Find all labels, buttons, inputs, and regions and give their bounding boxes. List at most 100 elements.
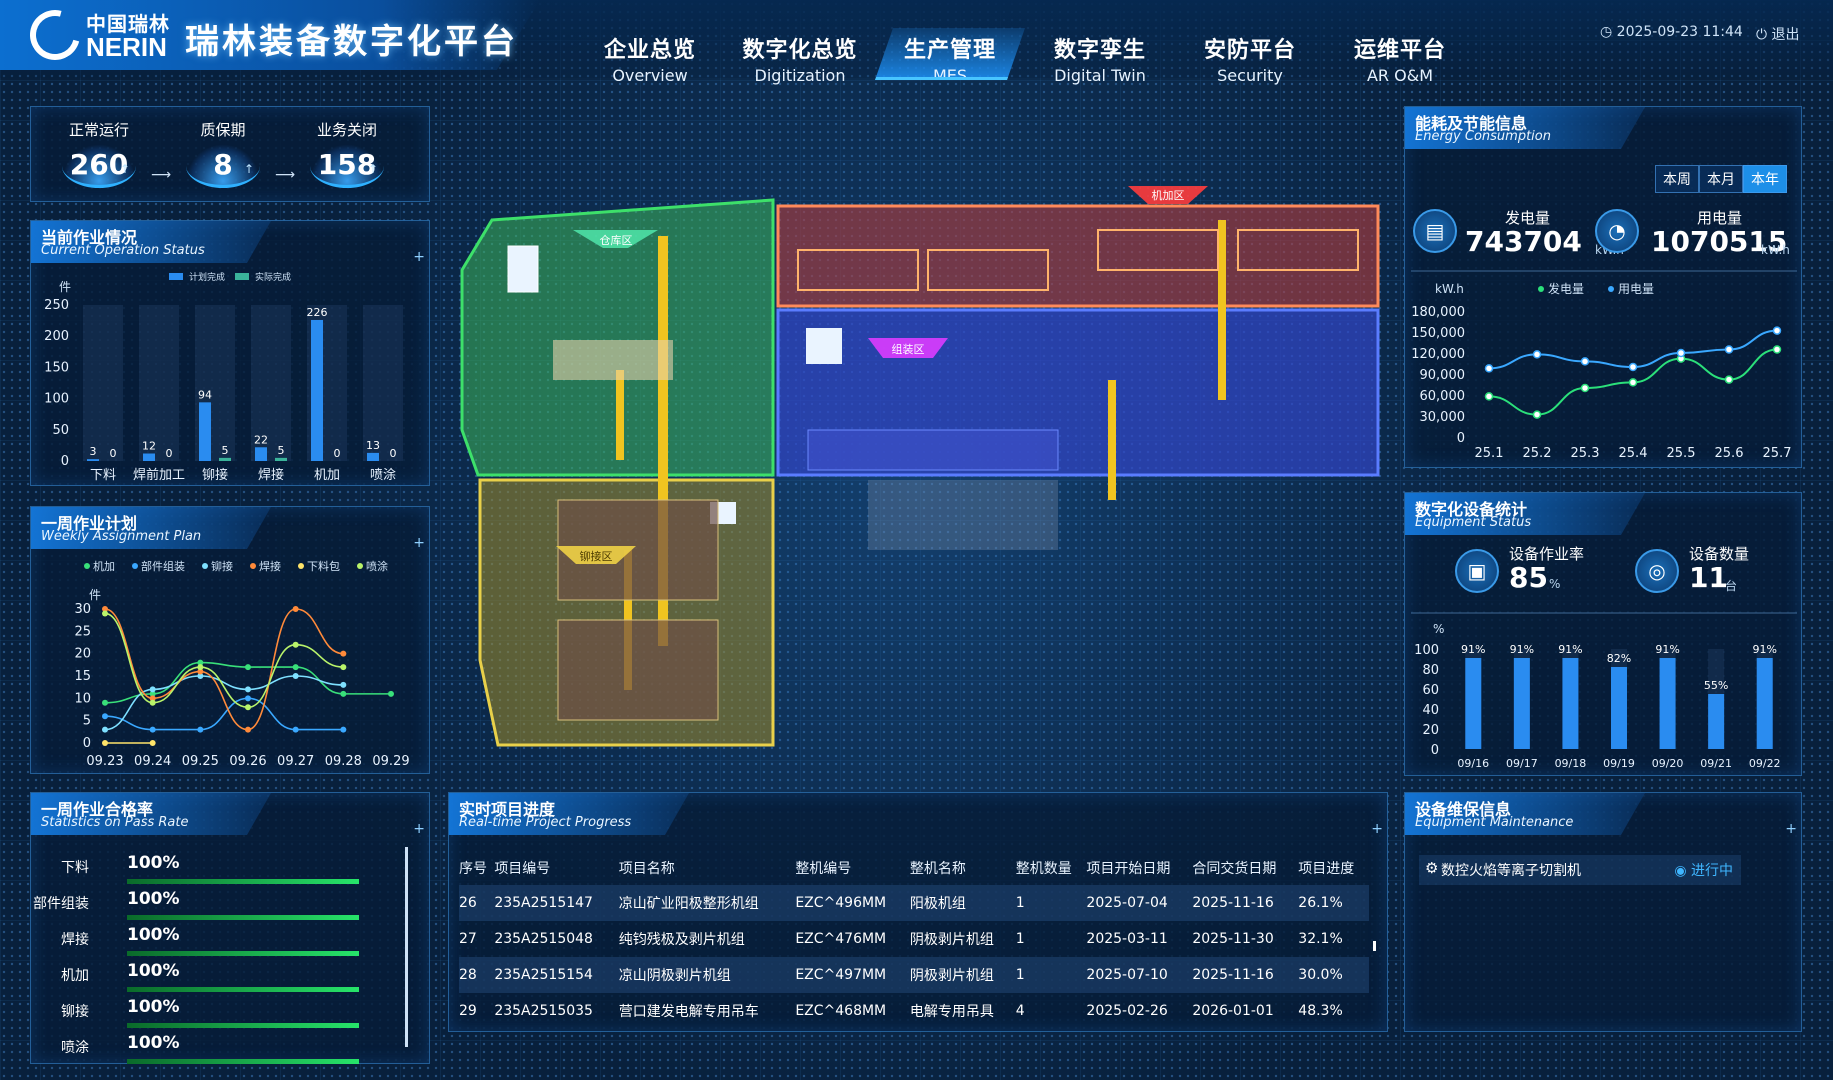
maintenance-panel: 设备维保信息 Equipment Maintenance + ⚙ 数控火焰等离子… — [1404, 792, 1802, 1032]
data-point — [1724, 375, 1734, 384]
legend-label: 铆接 — [211, 559, 233, 573]
project-table: 序号项目编号 项目名称 整机编号 整机名称 整机数量项目开始日期 合同交货日期 项目进度 2… — [459, 851, 1369, 1029]
gen-label: 发电量 — [1505, 209, 1551, 227]
table-cell: 235A2515154 — [494, 957, 619, 993]
factory-map[interactable]: 仓库区 机加区 组装区 铆接区 — [448, 180, 1388, 760]
column-header[interactable]: 整机编号 — [795, 861, 852, 877]
x-tick-label: 25.2 — [1523, 446, 1552, 461]
process-name: 焊接 — [61, 932, 89, 948]
main-nav: 企业总览 Overview 数字化总览 Digitization 生产管理 ME… — [575, 28, 1475, 85]
zone-label-riveting[interactable]: 铆接区 — [556, 546, 636, 564]
table-cell: 48.3% — [1298, 1003, 1343, 1019]
nav-label: 数字化总览 — [742, 38, 858, 63]
count-label: 设备数量 — [1689, 545, 1750, 563]
machine-icon — [806, 328, 842, 364]
data-point — [197, 668, 204, 675]
y-tick-label: 150 — [44, 360, 69, 375]
bar — [1465, 658, 1482, 749]
bar-value-label: 91% — [1558, 643, 1582, 656]
nav-overview[interactable]: 企业总览 Overview — [575, 28, 725, 85]
tab-month[interactable]: 本月 — [1699, 165, 1743, 193]
nav-security[interactable]: 安防平台 Security — [1175, 28, 1325, 85]
data-point — [245, 664, 251, 671]
nav-mes[interactable]: 生产管理 MES — [875, 28, 1025, 80]
tab-week[interactable]: 本周 — [1655, 165, 1699, 193]
y-tick-label: 250 — [44, 298, 69, 313]
series-line — [104, 675, 344, 731]
nav-label: 运维平台 — [1353, 38, 1446, 63]
machine-bay — [797, 249, 919, 291]
data-point — [102, 740, 108, 746]
x-tick-label: 09/22 — [1749, 757, 1781, 770]
gear-icon: ⚙ — [1425, 859, 1439, 877]
count-unit: 台 — [1725, 579, 1738, 593]
legend-marker — [202, 563, 208, 569]
data-point — [292, 673, 299, 679]
maintenance-item[interactable]: ⚙ 数控火焰等离子切割机 ◉ 进行中 — [1419, 855, 1741, 885]
zone-warehouse[interactable] — [460, 198, 775, 477]
x-tick-label: 焊接 — [258, 467, 284, 483]
nav-label: 生产管理 — [903, 38, 996, 63]
column-header[interactable]: 项目编号 — [494, 861, 551, 877]
machine-icon — [507, 245, 539, 293]
column-header[interactable]: 项目开始日期 — [1086, 861, 1171, 877]
table-cell: 1 — [1015, 931, 1025, 947]
tab-year[interactable]: 本年 — [1743, 165, 1787, 193]
column-header[interactable]: 整机名称 — [909, 861, 966, 877]
table-cell: 235A2515035 — [494, 1003, 593, 1019]
x-tick-label: 09/17 — [1506, 757, 1538, 770]
y-tick-label: 20 — [74, 647, 91, 662]
pass-rate-bar — [127, 1023, 359, 1028]
logout-button[interactable]: ⏻ 退出 — [1756, 24, 1800, 44]
data-point — [1484, 392, 1494, 401]
pass-rate-fill — [127, 915, 359, 920]
y-tick-label: 90,000 — [1420, 368, 1466, 383]
table-cell: 29 — [459, 1003, 477, 1019]
y-tick-label: 20 — [1422, 723, 1439, 738]
y-tick-label: 50 — [52, 423, 69, 438]
maintenance-name: 数控火焰等离子切割机 — [1441, 863, 1581, 879]
data-point — [149, 740, 156, 746]
legend-actual: 实际完成 — [255, 271, 291, 283]
table-header: 序号项目编号 项目名称 整机编号 整机名称 整机数量项目开始日期 合同交货日期 项目进度 — [459, 851, 1369, 885]
data-point — [1676, 348, 1686, 358]
table-cell: 30.0% — [1298, 957, 1369, 993]
y-tick-label: 0 — [61, 454, 69, 469]
y-unit: kW.h — [1435, 282, 1464, 296]
data-point — [1532, 410, 1542, 419]
y-tick-label: 10 — [74, 691, 91, 706]
zone-label-assembly[interactable]: 组装区 — [868, 338, 948, 358]
nav-digitization[interactable]: 数字化总览 Digitization — [725, 28, 875, 85]
data-point — [388, 690, 394, 697]
y-tick-label: 120,000 — [1411, 347, 1465, 362]
data-point — [102, 606, 108, 612]
data-point — [149, 695, 156, 702]
zone-label-warehouse[interactable]: 仓库区 — [573, 230, 658, 248]
column-header[interactable]: 序号 — [459, 861, 487, 877]
data-point — [1580, 383, 1590, 393]
column-header[interactable]: 项目名称 — [618, 861, 675, 877]
crane-rail — [1218, 220, 1226, 400]
scrollbar[interactable] — [1373, 941, 1376, 951]
bar-value-label: 3 — [90, 445, 97, 458]
panel-header: 能耗及节能信息 Energy Consumption — [1405, 107, 1645, 149]
data-point — [1628, 362, 1638, 372]
nav-ar-om[interactable]: 运维平台 AR O&M — [1325, 28, 1475, 85]
column-header[interactable]: 项目进度 — [1298, 861, 1355, 877]
y-tick-label: 5 — [83, 714, 91, 729]
column-header[interactable]: 合同交货日期 — [1192, 861, 1277, 877]
zone-label-machining[interactable]: 机加区 — [1128, 186, 1208, 204]
column-header[interactable]: 整机数量 — [1015, 861, 1072, 877]
x-tick-label: 09.25 — [182, 754, 219, 769]
nav-digital-twin[interactable]: 数字孪生 Digital Twin — [1025, 28, 1175, 85]
scrollbar[interactable] — [405, 847, 408, 1047]
stat-label: 业务关闭 — [316, 121, 377, 139]
